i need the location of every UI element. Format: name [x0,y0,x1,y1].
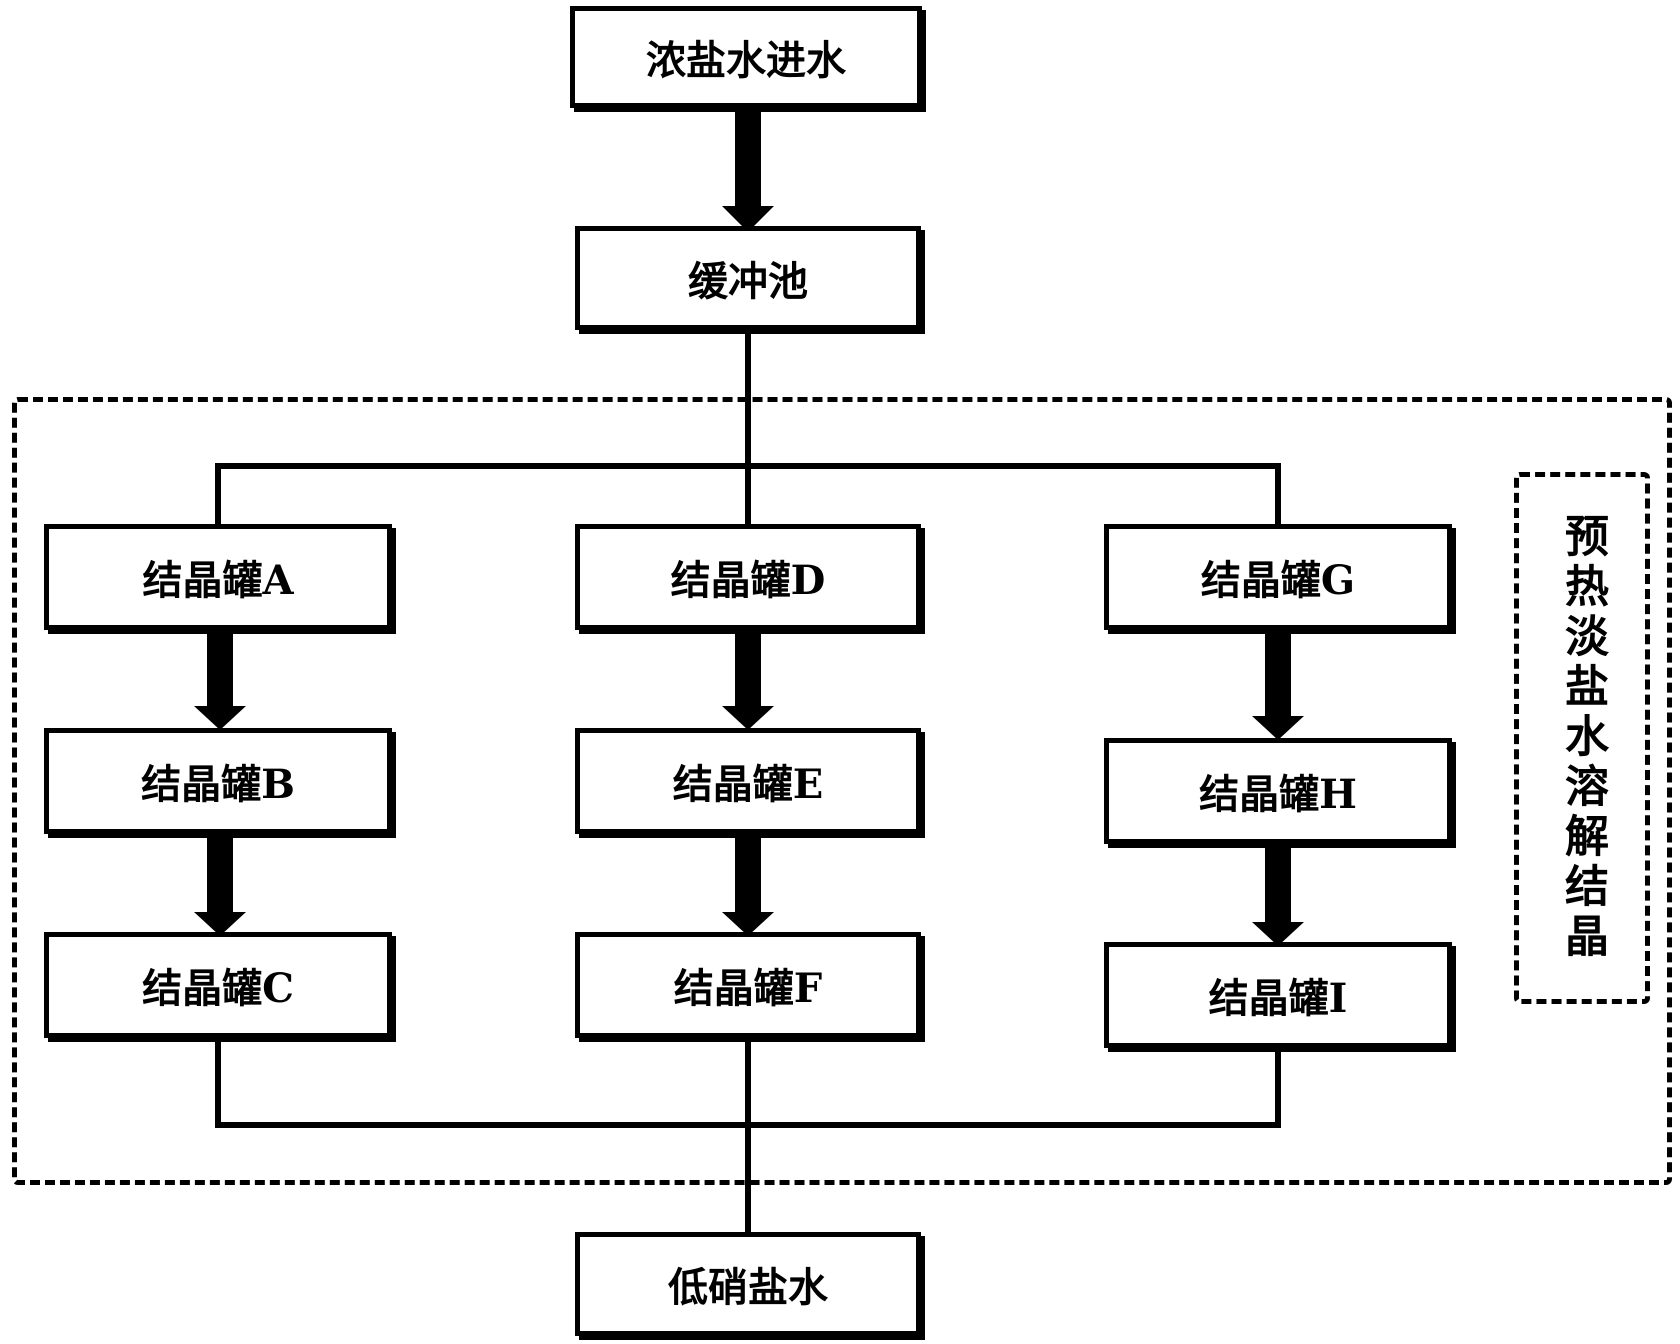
connector-line [215,463,221,527]
tank-e-label: 结晶罐E [672,761,824,808]
connector-line [215,1122,1281,1128]
inlet-node: 浓盐水进水 [570,6,922,108]
tank-i-label: 结晶罐I [1208,975,1348,1022]
inlet-label: 浓盐水进水 [646,37,846,84]
tank-c-node: 结晶罐C [44,932,392,1038]
flow-arrow [1252,626,1304,740]
tank-h-label: 结晶罐H [1199,771,1357,818]
flow-arrow [722,108,774,232]
connector-line [745,330,751,470]
group-label: 预热淡盐水溶解结晶 [1557,513,1608,963]
tank-e-node: 结晶罐E [575,728,921,834]
buffer-tank-label: 缓冲池 [688,258,808,305]
tank-a-label: 结晶罐A [142,557,294,604]
flow-arrow [722,830,774,936]
tank-c-label: 结晶罐C [142,965,294,1012]
tank-d-label: 结晶罐D [670,557,826,604]
group-label-box: 预热淡盐水溶解结晶 [1514,472,1650,1004]
tank-h-node: 结晶罐H [1104,738,1452,844]
tank-a-node: 结晶罐A [44,524,392,630]
connector-line [1275,463,1281,527]
connector-line [745,1035,751,1240]
tank-d-node: 结晶罐D [575,524,921,630]
tank-b-label: 结晶罐B [141,761,295,808]
flow-arrow [194,830,246,936]
flow-arrow [722,626,774,730]
tank-f-node: 结晶罐F [575,932,921,1038]
connector-line [215,1035,221,1128]
connector-line [1275,1045,1281,1128]
flow-arrow [1252,840,1304,946]
connector-line [745,463,751,527]
tank-g-node: 结晶罐G [1104,524,1452,630]
tank-g-label: 结晶罐G [1200,557,1356,604]
outlet-label: 低硝盐水 [668,1264,828,1311]
tank-b-node: 结晶罐B [44,728,392,834]
tank-f-label: 结晶罐F [673,965,823,1012]
outlet-node: 低硝盐水 [575,1232,921,1336]
crystallization-group-outline [12,397,1672,1185]
flow-arrow [194,626,246,730]
buffer-tank-node: 缓冲池 [575,226,921,330]
tank-i-node: 结晶罐I [1104,942,1452,1048]
